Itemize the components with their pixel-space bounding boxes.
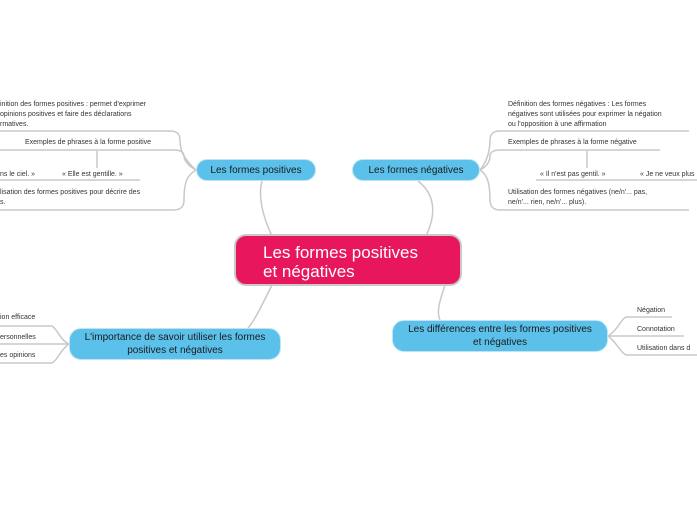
positives-definition-line: opinions positives et faire des déclarat… <box>0 111 132 118</box>
importance-item-1[interactable]: ion efficace <box>0 314 36 321</box>
positives-definition-line: rmatives. <box>0 121 29 128</box>
negatives-example-1[interactable]: « Il n'est pas gentil. » <box>540 171 606 178</box>
topic-differences[interactable]: Les différences entre les formes positiv… <box>392 320 608 352</box>
positives-usage-line: s. <box>0 199 6 206</box>
central-topic[interactable]: Les formes positives et négatives <box>234 234 462 286</box>
positives-example-1[interactable]: ns le ciel. » <box>0 171 36 178</box>
differences-item-2[interactable]: Connotation <box>637 326 675 333</box>
negatives-definition-line: Définition des formes négatives : Les fo… <box>508 101 647 108</box>
negatives-usage-line: Utilisation des formes négatives (ne/n'.… <box>508 189 648 196</box>
topic-formes-negatives-label: Les formes négatives <box>368 164 464 176</box>
negatives-examples-title[interactable]: Exemples de phrases à la forme négative <box>508 139 637 146</box>
positives-examples-title[interactable]: Exemples de phrases à la forme positive <box>25 139 152 146</box>
topic-importance-label: L'importance de savoir utiliser les form… <box>84 332 266 356</box>
topic-formes-positives[interactable]: Les formes positives <box>196 159 316 181</box>
positives-usage[interactable]: lisation des formes positives pour décri… <box>0 188 175 208</box>
topic-formes-negatives[interactable]: Les formes négatives <box>352 159 480 181</box>
negatives-usage[interactable]: Utilisation des formes négatives (ne/n'.… <box>508 188 693 208</box>
differences-item-3[interactable]: Utilisation dans d <box>637 345 691 352</box>
importance-item-3[interactable]: es opinions <box>0 352 36 359</box>
central-topic-line2: et négatives <box>263 262 355 281</box>
negatives-usage-line: ne/n'... rien, ne/n'... plus). <box>508 199 587 206</box>
topic-importance[interactable]: L'importance de savoir utiliser les form… <box>69 328 281 360</box>
negatives-definition-line: ou l'opposition à une affirmation <box>508 121 607 128</box>
negatives-definition[interactable]: Définition des formes négatives : Les fo… <box>508 100 693 130</box>
positives-example-2[interactable]: « Elle est gentille. » <box>62 171 123 178</box>
differences-item-1[interactable]: Négation <box>637 307 666 314</box>
central-topic-line1: Les formes positives <box>263 243 418 262</box>
positives-definition[interactable]: inition des formes positives : permet d'… <box>0 100 180 130</box>
topic-formes-positives-label: Les formes positives <box>210 164 302 176</box>
negatives-example-2[interactable]: « Je ne veux plus <box>640 171 695 178</box>
negatives-definition-line: négatives sont utilisées pour exprimer l… <box>508 111 662 118</box>
positives-usage-line: lisation des formes positives pour décri… <box>0 189 141 196</box>
topic-differences-label: Les différences entre les formes positiv… <box>408 324 592 348</box>
importance-item-2[interactable]: ersonnelles <box>0 334 36 341</box>
positives-definition-line: inition des formes positives : permet d'… <box>0 101 147 108</box>
